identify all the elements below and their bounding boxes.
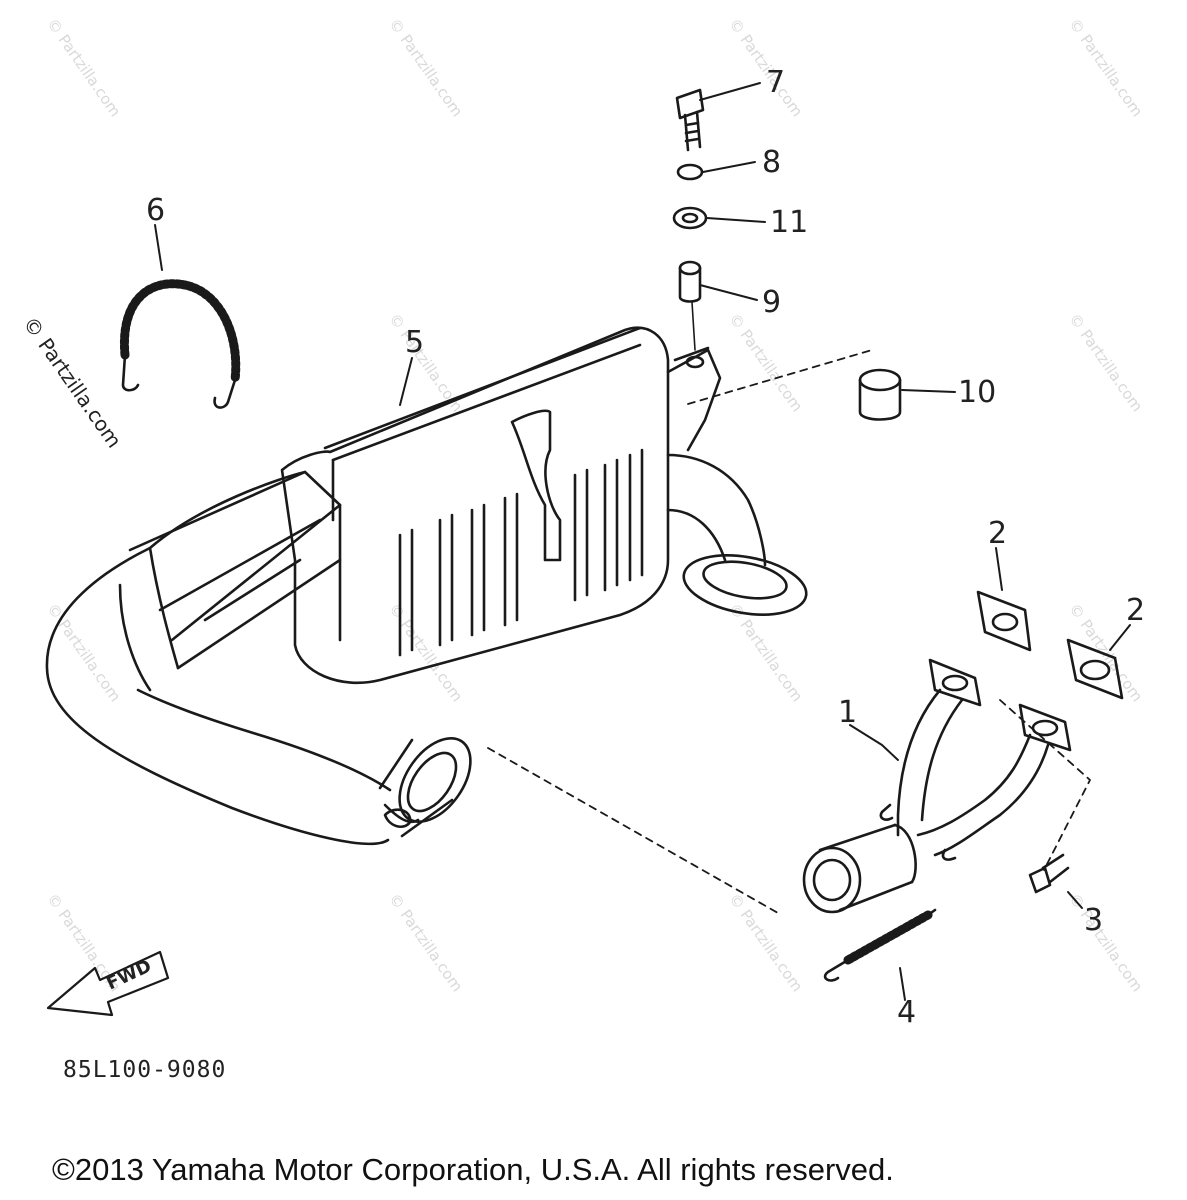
callout-9: 9 bbox=[762, 285, 781, 320]
spring-6 bbox=[119, 279, 241, 409]
callout-11: 11 bbox=[770, 205, 808, 240]
bolt-stack bbox=[672, 88, 708, 351]
callout-5: 5 bbox=[405, 325, 424, 360]
callouts: 7 8 11 9 10 5 6 1 2 2 3 4 bbox=[146, 65, 1145, 1030]
callout-8: 8 bbox=[762, 145, 781, 180]
callout-1: 1 bbox=[838, 695, 857, 730]
leader-lines bbox=[154, 82, 1131, 1001]
callout-6: 6 bbox=[146, 193, 165, 228]
callout-3: 3 bbox=[1084, 903, 1103, 938]
copyright-notice: ©2013 Yamaha Motor Corporation, U.S.A. A… bbox=[52, 1152, 894, 1187]
fwd-label: FWD bbox=[103, 956, 155, 995]
callout-2b: 2 bbox=[1126, 593, 1145, 628]
bolt-3 bbox=[1028, 853, 1070, 894]
diagram-code: 85L100-9080 bbox=[63, 1057, 227, 1083]
heat-shield-slots bbox=[398, 448, 644, 657]
spring-4 bbox=[823, 908, 937, 982]
callout-4: 4 bbox=[897, 995, 916, 1030]
gaskets-2 bbox=[976, 590, 1124, 700]
damper-10 bbox=[858, 368, 902, 421]
muffler-assembly bbox=[45, 326, 808, 846]
callout-2a: 2 bbox=[988, 516, 1007, 551]
fwd-arrow-icon: FWD bbox=[46, 950, 170, 1017]
callout-10: 10 bbox=[958, 375, 996, 410]
exhaust-pipe-1 bbox=[802, 658, 1072, 914]
assembly-lines bbox=[487, 349, 1091, 914]
callout-7: 7 bbox=[766, 65, 785, 100]
